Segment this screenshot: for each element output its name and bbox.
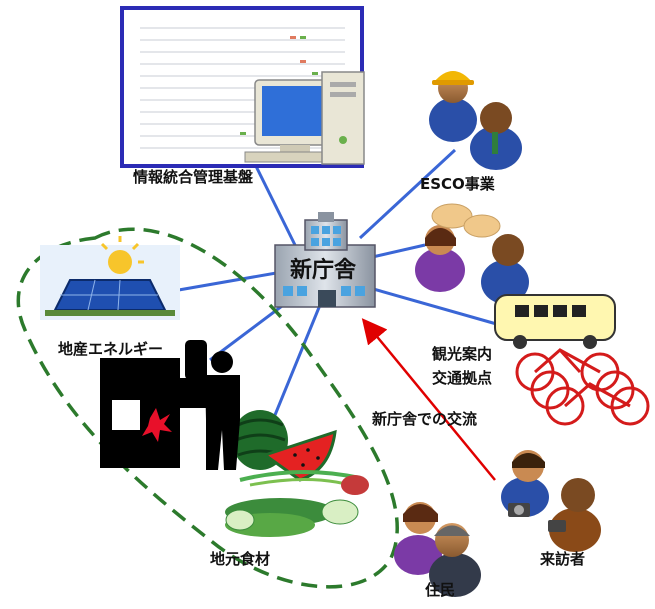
center-label: 新庁舎 (290, 258, 357, 283)
esco-label: ESCO事業 (420, 175, 495, 193)
tourism-label-line2: 交通拠点 (432, 369, 493, 387)
worker-people-icon (429, 71, 522, 170)
building-icon (274, 212, 376, 308)
line-to-tourism (369, 286, 501, 327)
exchange-arrow (361, 318, 496, 481)
vegetables-icon (225, 410, 369, 537)
residents-people-icon (394, 502, 481, 597)
line-to-food (273, 304, 322, 416)
visitors-people-icon (501, 450, 601, 552)
bicycle-icon (515, 348, 650, 426)
residents-label: 住民 (425, 581, 456, 599)
bus-icon (494, 294, 616, 349)
line-to-esco (358, 148, 457, 240)
generator-icon (100, 340, 240, 470)
local-energy-label: 地産エネルギー (58, 340, 164, 358)
solar-panel-icon (40, 236, 180, 320)
line-to-meeting (367, 243, 426, 260)
meeting-people-icon (415, 203, 529, 304)
tourism-label-line1: 観光案内 (432, 345, 493, 363)
computer-icon (120, 6, 365, 168)
visitors-label: 来訪者 (540, 550, 586, 568)
management-label: 情報統合管理基盤 (133, 168, 254, 186)
local-food-label: 地元食材 (210, 550, 271, 568)
local-loop (16, 227, 399, 589)
exchange-label: 新庁舎での交流 (372, 410, 478, 428)
